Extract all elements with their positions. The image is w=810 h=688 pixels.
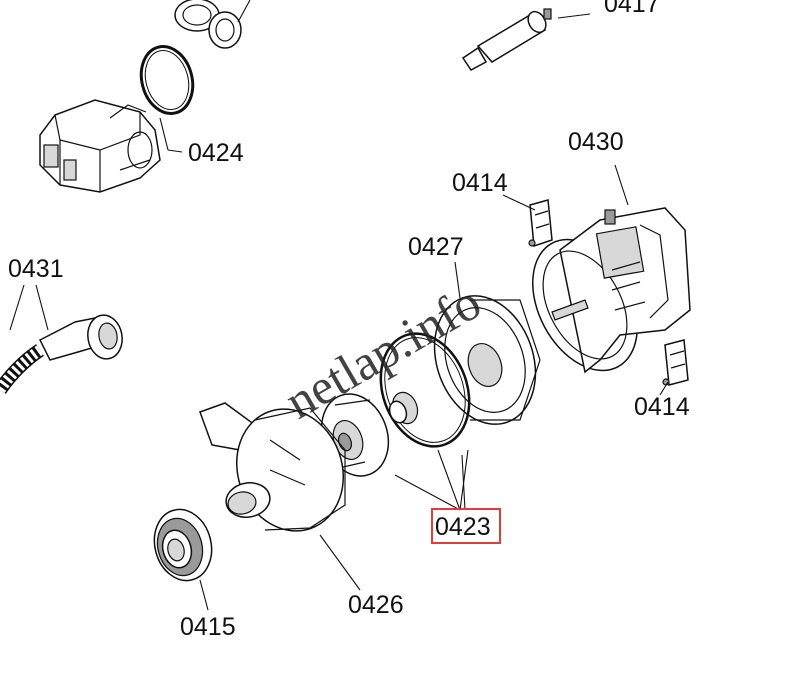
seal-ring-0423 [379, 332, 471, 448]
label-0417: 0417 [604, 0, 660, 18]
label-0423[interactable]: 0423 [435, 513, 491, 541]
leader-lines [9, 13, 669, 611]
pump-housing-0426 [199, 402, 346, 532]
motor-0430 [532, 207, 691, 374]
pump-cover-0427 [433, 295, 541, 425]
highlight-box-0423[interactable] [431, 508, 501, 544]
label-0414-right: 0414 [634, 393, 690, 421]
label-0430: 0430 [568, 128, 624, 156]
hose-0431 [0, 314, 123, 395]
clip-0414-right [662, 339, 689, 386]
part-0417 [461, 8, 552, 71]
label-0424: 0424 [188, 139, 244, 167]
label-0415: 0415 [180, 613, 236, 641]
coupling-part-top-left [174, 0, 251, 49]
heater-housing-0424 [39, 99, 161, 193]
label-0431: 0431 [8, 255, 64, 283]
shaft-piece [388, 391, 419, 425]
clip-0414-top [528, 199, 553, 248]
seal-0415 [153, 508, 213, 582]
o-ring-0424 [139, 45, 195, 115]
label-0414-top: 0414 [452, 169, 508, 197]
label-0426: 0426 [348, 591, 404, 619]
label-0427: 0427 [408, 233, 464, 261]
